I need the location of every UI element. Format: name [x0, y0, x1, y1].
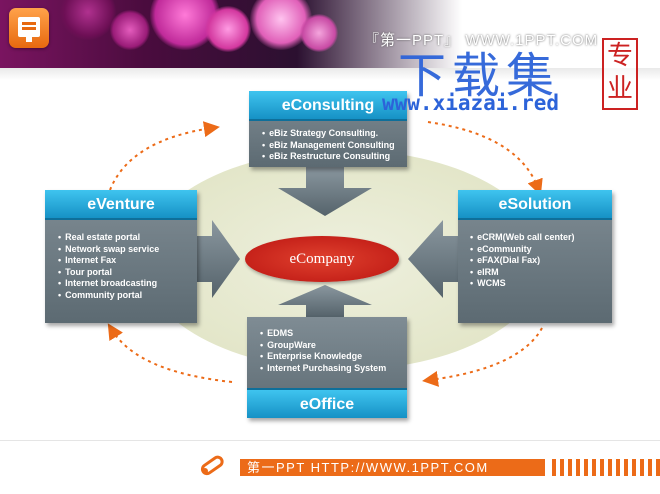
list-item: Community portal: [58, 290, 187, 302]
top-banner: 『第一PPT』 WWW.1PPT.COM: [0, 0, 660, 68]
powerpoint-logo-icon: [9, 8, 49, 48]
list-item: eBiz Strategy Consulting.: [262, 128, 397, 140]
eoffice-box: EDMS GroupWare Enterprise Knowledge Inte…: [247, 317, 407, 418]
pencil-icon: [200, 455, 224, 476]
bokeh-decoration: [110, 10, 150, 50]
list-item: Internet Fax: [58, 255, 187, 267]
eventure-title: eVenture: [45, 190, 197, 220]
arrow-down: [278, 167, 372, 216]
footer-divider: [0, 440, 660, 441]
list-item: Network swap service: [58, 244, 187, 256]
list-item: Real estate portal: [58, 232, 187, 244]
footer-bar: [240, 459, 545, 476]
list-item: Internet Purchasing System: [260, 363, 397, 375]
list-item: eFAX(Dial Fax): [470, 255, 602, 267]
bokeh-decoration: [205, 6, 251, 52]
watermark-seal: 专业: [602, 38, 638, 110]
list-item: WCMS: [470, 278, 602, 290]
list-item: Internet broadcasting: [58, 278, 187, 290]
banner-site-text: 『第一PPT』 WWW.1PPT.COM: [364, 32, 599, 49]
list-item: eCRM(Web call center): [470, 232, 602, 244]
watermark-url: www.xiazai.red: [382, 91, 560, 115]
footer-stripes: [552, 459, 660, 476]
bokeh-decoration: [300, 14, 338, 52]
list-item: eCommunity: [470, 244, 602, 256]
list-item: eBiz Restructure Consulting: [262, 151, 397, 163]
arrow-right: [197, 220, 240, 298]
watermark-text: 下载集: [398, 48, 561, 104]
econsulting-title: eConsulting: [249, 91, 407, 121]
esolution-box: eSolution eCRM(Web call center) eCommuni…: [458, 190, 612, 323]
list-item: Tour portal: [58, 267, 187, 279]
list-item: eBiz Management Consulting: [262, 140, 397, 152]
list-item: Enterprise Knowledge: [260, 351, 397, 363]
list-item: eIRM: [470, 267, 602, 279]
esolution-title: eSolution: [458, 190, 612, 220]
arrow-left: [408, 220, 458, 298]
header-band: [0, 68, 660, 80]
list-item: EDMS: [260, 328, 397, 340]
ecompany-center: eCompany: [245, 236, 399, 282]
econsulting-box: eConsulting eBiz Strategy Consulting. eB…: [249, 91, 407, 167]
eoffice-title: eOffice: [247, 388, 407, 418]
list-item: GroupWare: [260, 340, 397, 352]
eventure-box: eVenture Real estate portal Network swap…: [45, 190, 197, 323]
footer-site-text: 第一PPT HTTP://WWW.1PPT.COM: [247, 460, 489, 475]
arrow-up: [278, 285, 372, 317]
